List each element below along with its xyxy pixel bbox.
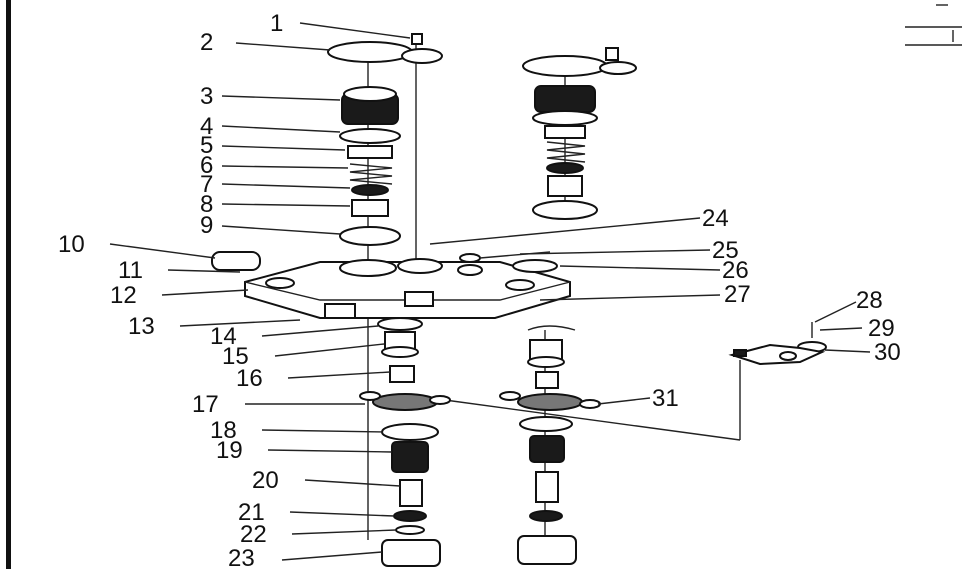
callout-28: 28	[856, 287, 883, 314]
callout-21: 21	[238, 499, 265, 526]
callout-29: 29	[868, 315, 895, 342]
callout-13: 13	[128, 313, 155, 340]
callout-6: 6	[200, 152, 213, 179]
callout-17: 17	[192, 391, 219, 418]
callout-19: 19	[216, 437, 243, 464]
manifold-body	[211, 251, 571, 319]
left-lower-stack	[359, 317, 451, 567]
callout-26: 26	[722, 257, 749, 284]
callout-16: 16	[236, 365, 263, 392]
callout-27: 27	[724, 281, 751, 308]
callout-18: 18	[210, 417, 237, 444]
callout-30: 30	[874, 339, 901, 366]
callout-3: 3	[200, 83, 213, 110]
callout-25: 25	[712, 237, 739, 264]
callout-8: 8	[200, 191, 213, 218]
callout-2: 2	[200, 29, 213, 56]
callout-14: 14	[210, 323, 237, 350]
left-border	[6, 0, 11, 569]
callout-5: 5	[200, 132, 213, 159]
callout-9: 9	[200, 212, 213, 239]
callout-12: 12	[110, 282, 137, 309]
callout-24: 24	[702, 205, 729, 232]
callout-20: 20	[252, 467, 279, 494]
corner-fragment	[905, 4, 962, 46]
callout-23: 23	[228, 545, 255, 569]
callout-15: 15	[222, 343, 249, 370]
left-upper-stack	[327, 33, 443, 246]
right-upper-stack	[522, 47, 637, 220]
leader-lines	[109, 22, 871, 561]
bracket-parts	[728, 322, 827, 366]
right-lower-stack	[499, 325, 601, 565]
callout-1: 1	[270, 10, 283, 37]
callout-11: 11	[118, 257, 143, 284]
callout-10: 10	[58, 231, 85, 258]
callout-7: 7	[200, 171, 213, 198]
callout-labels: 1 2 3 4 5 6 7 8 9 10 11 12 13 14 15 16 1…	[58, 10, 901, 569]
callout-22: 22	[240, 521, 267, 548]
callout-4: 4	[200, 113, 213, 140]
callout-31: 31	[652, 385, 679, 412]
